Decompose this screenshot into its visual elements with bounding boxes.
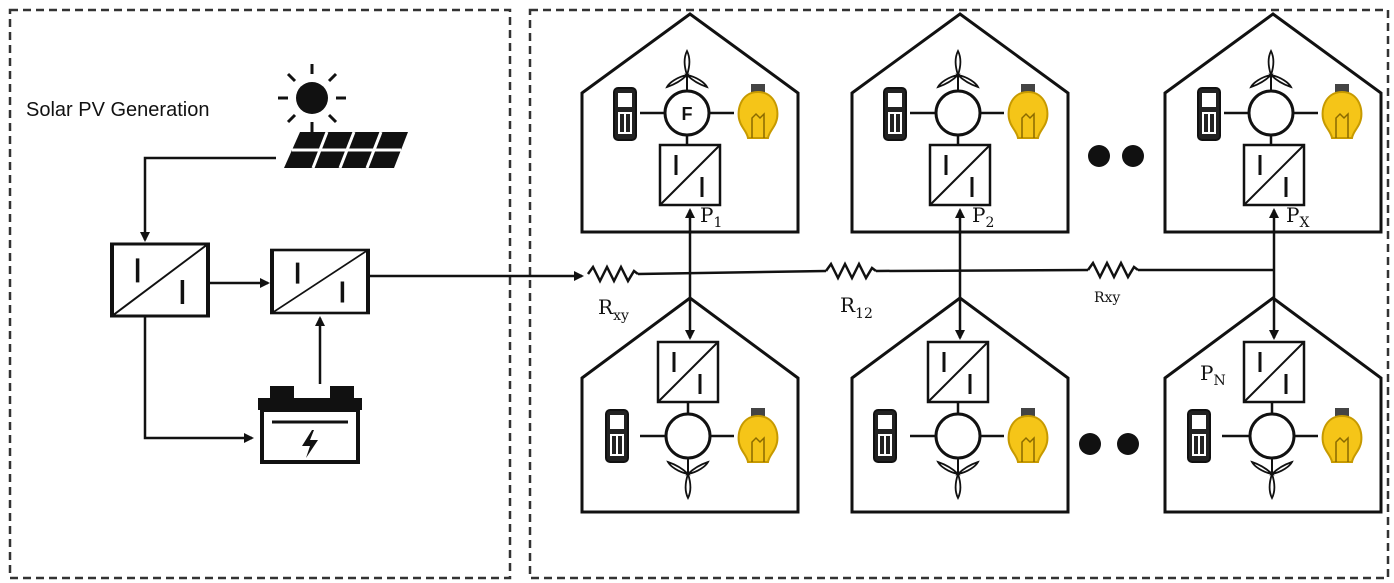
dc-dc-converter-icon xyxy=(109,242,211,318)
solar-pv-label: Solar PV Generation xyxy=(26,99,209,121)
converter-icon xyxy=(658,143,722,207)
solar-panel-icon xyxy=(284,131,408,169)
power-label-p2: P2 xyxy=(972,203,994,231)
ellipsis-dots-top xyxy=(1088,145,1144,167)
sun-icon xyxy=(278,64,346,132)
converter-icon xyxy=(926,340,990,404)
house-top-1: F P1 xyxy=(580,12,800,234)
smart-meter-icon xyxy=(873,409,897,463)
generator-icon xyxy=(664,412,712,460)
generator-icon xyxy=(1247,89,1295,137)
converter-icon xyxy=(1242,340,1306,404)
resistor-label-rxy: Rxy xyxy=(598,295,629,324)
converter-icon xyxy=(656,340,720,404)
house-top-2: P2 xyxy=(850,12,1070,234)
bus-wire-segment-1 xyxy=(637,269,827,276)
generator-letter: F xyxy=(682,104,693,124)
resistor-rxy-icon xyxy=(586,265,640,283)
generator-icon xyxy=(934,89,982,137)
house-bottom-2 xyxy=(850,296,1070,514)
generator-icon xyxy=(1248,412,1296,460)
smart-meter-icon xyxy=(605,409,629,463)
resistor-rxy2-icon xyxy=(1086,261,1140,279)
microgrid-panel-border xyxy=(528,8,1390,580)
power-label-px: PX xyxy=(1286,203,1309,231)
resistor-label-rxy2: Rxy xyxy=(1094,290,1120,306)
left-panel-border xyxy=(8,8,512,580)
house-top-x: PX xyxy=(1163,12,1383,234)
converter-icon xyxy=(928,143,992,207)
house-bottom-n: PN xyxy=(1163,296,1383,514)
smart-meter-icon xyxy=(883,87,907,141)
ellipsis-dots-bottom xyxy=(1079,433,1139,455)
smart-meter-icon xyxy=(1187,409,1211,463)
inverter-icon xyxy=(269,248,371,315)
smart-meter-icon xyxy=(613,87,637,141)
converter-icon xyxy=(1242,143,1306,207)
resistor-label-r12: R12 xyxy=(840,293,873,322)
resistor-r12-icon xyxy=(824,262,878,280)
pv-to-converter-wire xyxy=(140,156,276,242)
power-label-p1: P1 xyxy=(700,203,722,231)
bus-wire-segment-2 xyxy=(875,268,1089,273)
conv-to-battery-wire xyxy=(143,316,254,443)
power-label-pn: PN xyxy=(1200,361,1226,389)
battery-icon xyxy=(258,386,362,464)
house-bottom-1 xyxy=(580,296,800,514)
generator-icon xyxy=(934,412,982,460)
smart-meter-icon xyxy=(1197,87,1221,141)
